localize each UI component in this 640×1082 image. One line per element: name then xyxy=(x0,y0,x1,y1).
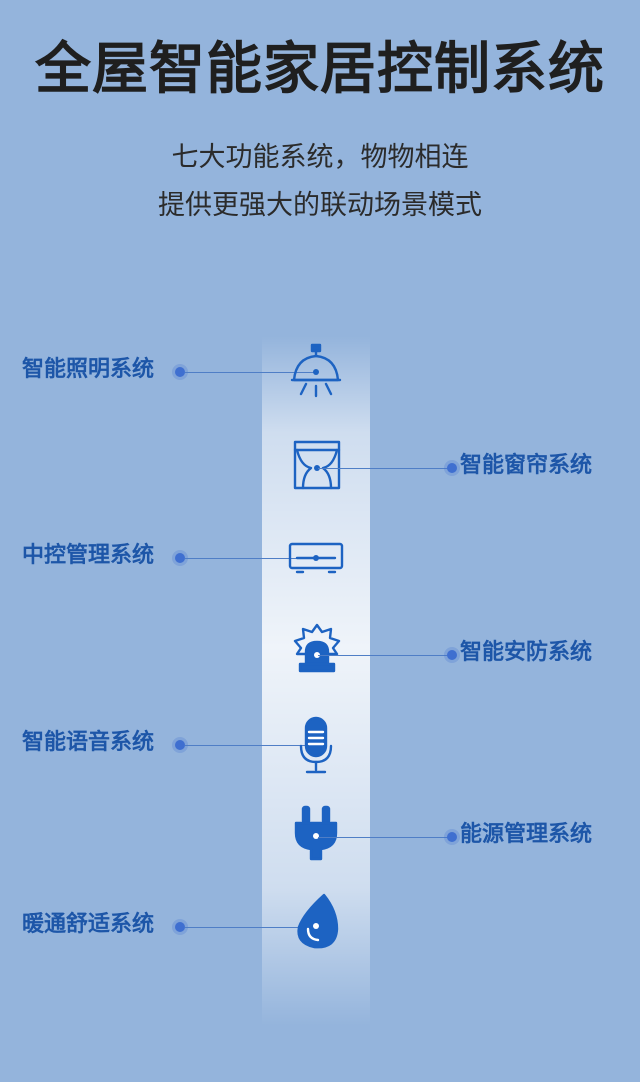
connector-line xyxy=(185,558,315,559)
connector-dot xyxy=(447,650,457,660)
system-label-lighting[interactable]: 智能照明系统 xyxy=(22,357,155,382)
connector-dot xyxy=(175,553,185,563)
system-label-security[interactable]: 智能安防系统 xyxy=(460,640,593,665)
connector-dot xyxy=(447,832,457,842)
connector-dot xyxy=(175,922,185,932)
microphone-icon xyxy=(296,716,336,776)
alarm-siren-icon xyxy=(290,622,344,674)
system-label-voice[interactable]: 智能语音系统 xyxy=(22,730,155,755)
connector-line xyxy=(185,372,315,373)
connector-line xyxy=(318,655,451,656)
system-label-curtain[interactable]: 智能窗帘系统 xyxy=(460,453,593,478)
water-drop-icon xyxy=(294,893,340,951)
system-label-central-control[interactable]: 中控管理系统 xyxy=(22,543,155,568)
connector-dot xyxy=(447,463,457,473)
subtitle-line-1: 七大功能系统，物物相连 xyxy=(171,142,469,173)
control-panel-icon xyxy=(287,540,345,576)
connector-line xyxy=(318,468,451,469)
connector-dot xyxy=(175,367,185,377)
subtitle-line-2: 提供更强大的联动场景模式 xyxy=(158,190,482,221)
connector-line xyxy=(318,837,451,838)
power-plug-icon xyxy=(293,805,339,863)
system-label-hvac[interactable]: 暖通舒适系统 xyxy=(22,912,155,937)
connector-line xyxy=(185,745,315,746)
system-label-energy[interactable]: 能源管理系统 xyxy=(460,822,593,847)
pendant-lamp-icon xyxy=(288,342,344,400)
connector-dot xyxy=(175,740,185,750)
page-title: 全屋智能家居控制系统 xyxy=(35,37,605,102)
connector-line xyxy=(185,927,315,928)
curtain-icon xyxy=(291,438,343,492)
